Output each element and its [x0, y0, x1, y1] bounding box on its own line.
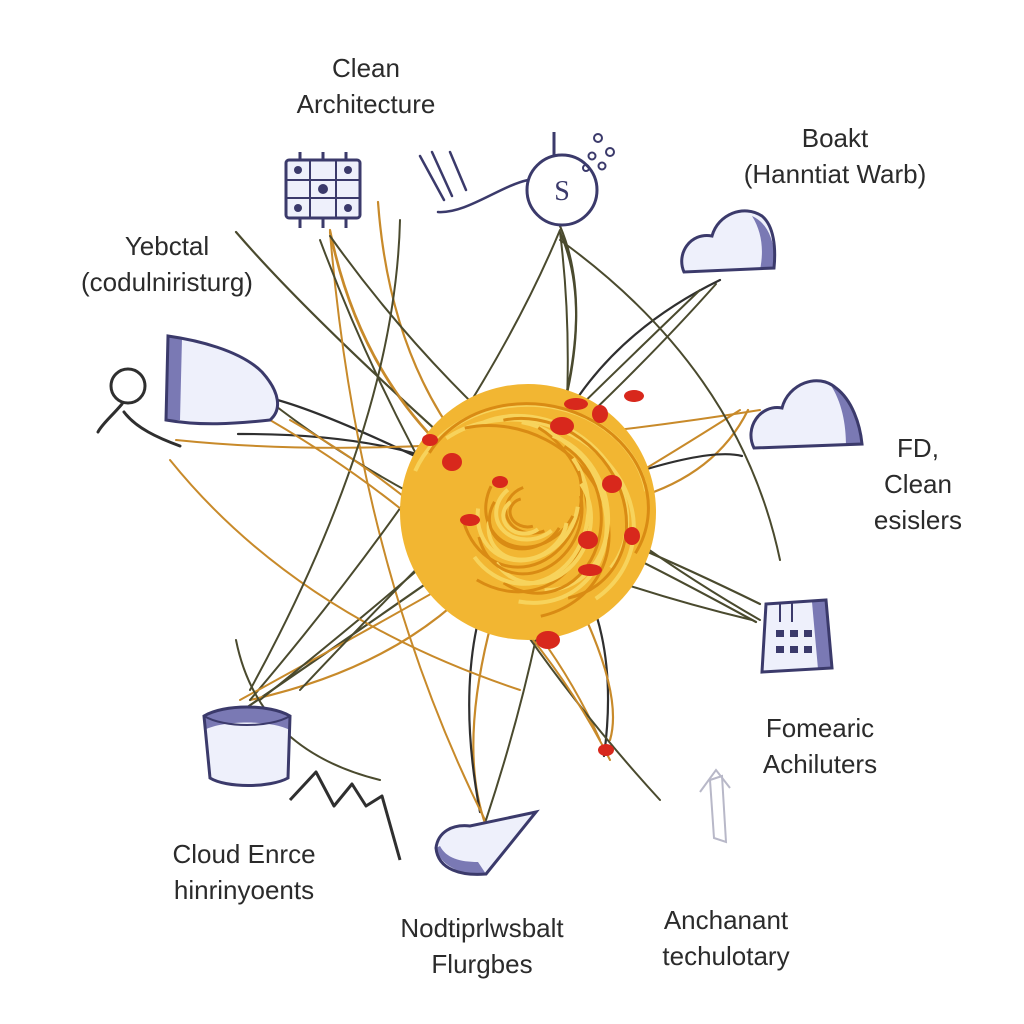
label-line: Boakt — [801, 123, 869, 153]
spaghetti-strand — [503, 416, 629, 600]
spaghetti-strand — [428, 402, 650, 554]
connection-line — [559, 239, 781, 561]
cloud-icon — [749, 379, 864, 450]
spaghetti-strand — [477, 495, 584, 576]
label-boakt: Boakt (Hanntiat Warb) — [720, 120, 950, 192]
label-line: (codulniristurg) — [81, 267, 253, 297]
sauce-spot — [460, 514, 480, 526]
sauce-spot — [624, 390, 644, 402]
cloud-icon — [680, 209, 777, 274]
s-circle-icon: S — [525, 132, 615, 227]
database-cup-icon — [202, 705, 292, 787]
label-line: techulotary — [662, 941, 790, 971]
cone-icon — [434, 809, 540, 876]
circuit-board-icon — [284, 152, 362, 228]
sauce-spot — [422, 434, 438, 446]
sauce-spot — [578, 564, 602, 576]
zigzag-scribble — [288, 770, 402, 861]
spaghetti-strand — [486, 521, 569, 562]
svg-text:S: S — [554, 176, 570, 207]
sketch-strokes — [418, 150, 530, 214]
spaghetti-strand — [494, 482, 593, 586]
spaghetti-strand — [502, 445, 603, 595]
label-fd-clean: FD, Clean esislers — [858, 430, 978, 538]
server-grid-icon — [760, 598, 834, 674]
spaghetti-strands — [413, 402, 650, 618]
arrow-sketch-icon — [699, 768, 731, 844]
label-line: Anchanant — [663, 905, 789, 935]
spaghetti-strand — [494, 488, 553, 542]
sauce-spot — [442, 453, 462, 471]
label-line: Architecture — [296, 89, 436, 119]
spaghetti-strand — [487, 501, 561, 551]
label-line: Achiluters — [762, 749, 878, 779]
label-line: Clean — [332, 53, 400, 83]
spaghetti-ball-icon — [400, 384, 656, 756]
label-nodtiprlwsbalt: Nodtiprlwsbalt Flurgbes — [372, 910, 592, 982]
sauce-spot — [592, 405, 608, 423]
label-line: hinrinyoents — [173, 875, 315, 905]
label-anchanant: Anchanant techulotary — [636, 902, 816, 974]
spaghetti-strand — [508, 497, 534, 529]
spaghetti-strand — [501, 500, 540, 536]
label-yebctal: Yebctal (codulniristurg) — [52, 228, 282, 300]
label-fomearic: Fomearic Achiluters — [740, 710, 900, 782]
sauce-spot — [536, 631, 560, 649]
connection-line — [169, 459, 521, 691]
label-line: Yebctal — [124, 231, 210, 261]
label-cloud-enrce: Cloud Enrce hinrinyoents — [146, 836, 342, 908]
label-line: FD, — [897, 433, 939, 463]
sauce-spot — [550, 417, 574, 435]
label-clean-architecture: Clean Architecture — [276, 50, 456, 122]
sauce-spots — [422, 390, 644, 756]
sauce-spot — [598, 744, 614, 756]
label-line: Fomearic — [765, 713, 875, 743]
sauce-spot — [564, 398, 588, 410]
sauce-spot — [624, 527, 640, 545]
spaghetti-strand — [476, 426, 590, 594]
label-line: Flurgbes — [431, 949, 533, 979]
label-line: Clean — [884, 469, 952, 499]
label-line: Nodtiprlwsbalt — [400, 913, 564, 943]
hand-bell-icon — [96, 334, 279, 448]
sauce-spot — [578, 531, 598, 549]
label-line: Cloud Enrce — [172, 839, 316, 869]
connection-line — [329, 231, 487, 823]
sauce-spot — [602, 475, 622, 493]
spaghetti-strand — [484, 485, 575, 549]
sauce-spot — [492, 476, 508, 488]
connection-line — [249, 219, 401, 691]
spaghetti-strand — [544, 434, 611, 593]
label-line: esislers — [873, 505, 963, 535]
label-line: (Hanntiat Warb) — [743, 159, 927, 189]
